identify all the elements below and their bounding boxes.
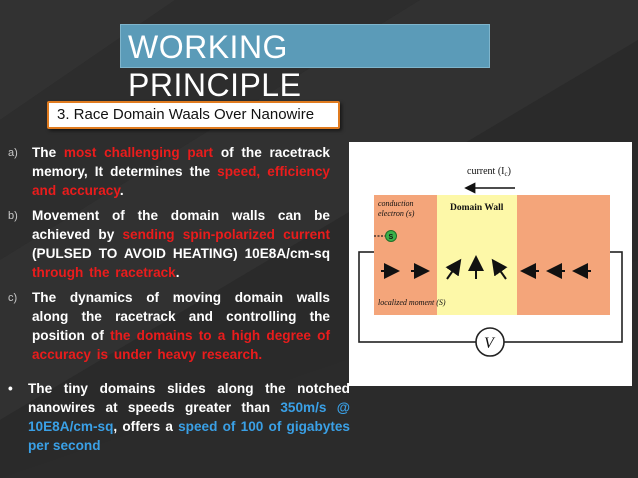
text-run: of the racetrack memory, It determines t… — [32, 145, 330, 179]
list-marker: a) — [8, 147, 18, 159]
electron-label: electron (s) — [378, 209, 415, 218]
svg-text:S: S — [389, 234, 394, 241]
text-run: (PULSED TO AVOID HEATING) 10E8A/cm-sq — [32, 246, 330, 261]
highlight-text: the domains to a high degree of accuracy… — [32, 328, 330, 362]
text-run: , offers a — [113, 419, 179, 434]
text-run: The — [32, 145, 64, 160]
highlight-text: most challenging part — [63, 145, 214, 160]
region-right — [517, 195, 610, 315]
highlight-text: 350m/s @ 10E8A/cm-sq — [28, 400, 350, 434]
electron-spin-icon — [385, 230, 397, 242]
voltmeter-icon — [475, 327, 505, 357]
region-domain-wall — [437, 195, 517, 315]
conduction-label: conduction — [378, 199, 414, 208]
domain-wall-diagram: current (Ic) conduction electron (s) Dom… — [358, 166, 623, 357]
text-run: The dynamics of moving domain walls alon… — [32, 290, 330, 343]
list-item: c) The dynamics of moving domain walls a… — [8, 288, 330, 364]
text-run: Movement of the domain walls can be achi… — [32, 208, 330, 242]
list-marker: b) — [8, 210, 18, 222]
highlight-text: speed, efficiency and accuracy — [32, 164, 330, 198]
moment-label: localized moment (S) — [378, 298, 446, 307]
list-marker: c) — [8, 292, 18, 304]
highlight-text: through the racetrack — [32, 265, 176, 280]
domain-wall-label: Domain Wall — [450, 203, 504, 213]
text-run: The tiny domains slides along the notche… — [28, 381, 350, 415]
numbered-list: a) The most challenging part of the race… — [8, 143, 330, 370]
bullet-item: • The tiny domains slides along the notc… — [8, 379, 350, 455]
text-run: . — [175, 265, 180, 280]
current-label: current (Ic) — [467, 166, 511, 178]
moment-arrow — [491, 258, 508, 280]
domain-wall-figure: current (Ic) conduction electron (s) Dom… — [349, 142, 632, 386]
slide-title: WORKING PRINCIPLE — [128, 29, 302, 103]
title-box — [120, 24, 490, 68]
slide-subtitle: 3. Race Domain Waals Over Nanowire — [47, 101, 340, 129]
list-item: a) The most challenging part of the race… — [8, 143, 330, 200]
moment-arrow — [445, 258, 462, 280]
text-run: . — [119, 183, 124, 198]
svg-text:V: V — [484, 335, 496, 352]
list-item: b) Movement of the domain walls can be a… — [8, 206, 330, 282]
highlight-text: sending spin-polarized current — [122, 227, 330, 242]
bullet-symbol: • — [8, 381, 13, 396]
region-left — [374, 195, 437, 315]
highlight-text: speed of 100 of gigabytes per second — [28, 419, 350, 453]
